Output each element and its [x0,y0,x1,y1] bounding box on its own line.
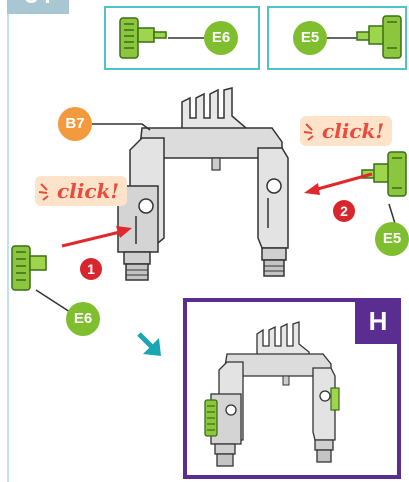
parts-box-e6: E6 [104,6,260,70]
leader-line [92,114,152,134]
click-rays-icon [302,118,320,142]
step-number: 34 [7,0,69,14]
result-box: H [183,298,401,479]
page-edge [7,0,9,482]
parts-box-e5: E5 [267,6,407,70]
part-tag-e6: E6 [204,21,238,55]
step-circle-2: 2 [333,200,355,222]
part-tag-e5: E5 [293,21,327,55]
red-arrow-icon [300,168,380,198]
part-tag-b7: B7 [58,107,92,141]
part-e6-icon [116,8,176,68]
result-tag: H [355,298,401,344]
diagonal-arrow-icon [135,330,165,360]
red-arrow-icon [58,222,138,252]
click-callout-right: click! [300,116,392,146]
part-tag-e5-insert: E5 [375,222,409,256]
assembled-bracket-drawing [205,322,345,472]
click-rays-icon [37,178,55,202]
click-callout-left: click! [35,176,127,206]
part-e5-icon [357,8,407,68]
part-tag-e6-insert: E6 [66,302,100,336]
step-circle-1: 1 [80,258,102,280]
connector-line [168,36,208,40]
